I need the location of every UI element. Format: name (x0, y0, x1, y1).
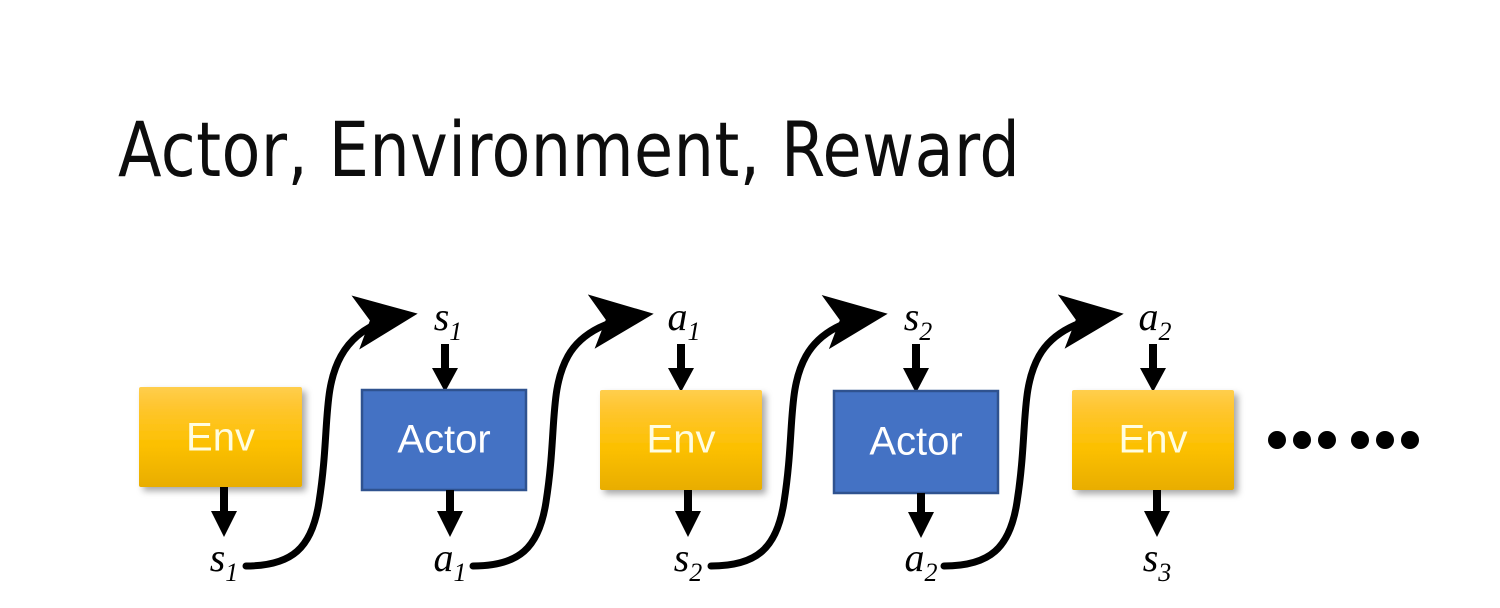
down-arrow-into-actor1 (432, 344, 458, 392)
page-title: Actor, Environment, Reward (118, 105, 1021, 194)
symbol-top-a2: a2 (1139, 294, 1172, 346)
env3-box[interactable] (1072, 390, 1234, 490)
env2-box[interactable] (600, 390, 762, 490)
down-arrow-out-env3 (1144, 490, 1170, 537)
node-env3[interactable]: Env (1072, 390, 1234, 490)
down-arrow-out-actor2 (908, 493, 934, 538)
actor2-label: Actor (869, 420, 962, 464)
node-actor2[interactable]: Actor (832, 389, 1000, 495)
down-arrow-into-env3 (1140, 344, 1166, 392)
symbol-bottom-s1: s1 (210, 535, 239, 587)
actor1-box[interactable] (360, 388, 528, 492)
symbol-top-s2: s2 (904, 294, 933, 346)
symbol-bottom-a1: a1 (434, 535, 467, 587)
down-arrow-into-actor2 (903, 344, 929, 393)
down-arrow-out-actor1 (437, 490, 463, 537)
actor2-box[interactable] (832, 389, 1000, 495)
s-curve-group (242, 294, 1124, 570)
down-arrow-out-env2 (675, 490, 701, 537)
s-curve-s1 (242, 295, 418, 570)
top-symbols: s1 a1 s2 a2 (434, 294, 1172, 346)
down-arrows-out-of-boxes (211, 487, 1170, 538)
continuation-dots-icon (1268, 431, 1419, 449)
symbol-bottom-s2: s2 (674, 535, 703, 587)
s-curve-a1 (469, 294, 654, 570)
s-curve-a2 (940, 294, 1124, 570)
symbol-top-a1: a1 (668, 294, 701, 346)
s-curve-s2 (707, 294, 888, 570)
symbol-bottom-a2: a2 (905, 535, 938, 587)
down-arrow-into-env2 (668, 344, 694, 392)
node-actor1[interactable]: Actor (360, 388, 528, 492)
env2-label: Env (647, 418, 716, 462)
node-env2[interactable]: Env (600, 390, 762, 490)
actor1-label: Actor (397, 418, 490, 462)
down-arrow-out-env1 (211, 487, 237, 537)
down-arrows-into-boxes (432, 344, 1166, 393)
node-env1[interactable]: Env (139, 387, 302, 487)
bottom-symbols: s1 a1 s2 a2 s3 (210, 535, 1172, 587)
symbol-bottom-s3: s3 (1143, 535, 1172, 587)
symbol-top-s1: s1 (434, 294, 463, 346)
env3-label: Env (1119, 418, 1188, 462)
env1-label: Env (186, 416, 255, 460)
env1-box[interactable] (139, 387, 302, 487)
